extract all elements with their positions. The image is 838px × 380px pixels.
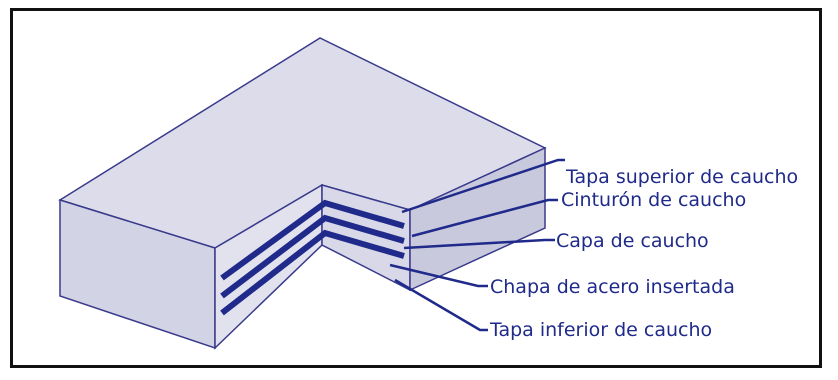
label-top-cover: Tapa superior de caucho bbox=[565, 166, 798, 188]
label-bottom-cover: Tapa inferior de caucho bbox=[489, 319, 712, 341]
steel-plate bbox=[220, 214, 405, 299]
steel-plates bbox=[220, 199, 405, 316]
leader-line-steel bbox=[389, 263, 488, 288]
label-layer: Capa de caucho bbox=[556, 230, 709, 252]
label-steel: Chapa de acero insertada bbox=[490, 276, 735, 298]
steel-plate bbox=[220, 199, 405, 281]
leader-lines bbox=[389, 158, 565, 332]
leader-line-belt bbox=[411, 198, 558, 238]
label-belt: Cinturón de caucho bbox=[561, 189, 746, 211]
leader-line-layer bbox=[403, 238, 555, 250]
steel-plate bbox=[220, 229, 405, 316]
leader-line-bottom-cover bbox=[394, 278, 488, 332]
leader-line-top-cover bbox=[401, 158, 565, 214]
